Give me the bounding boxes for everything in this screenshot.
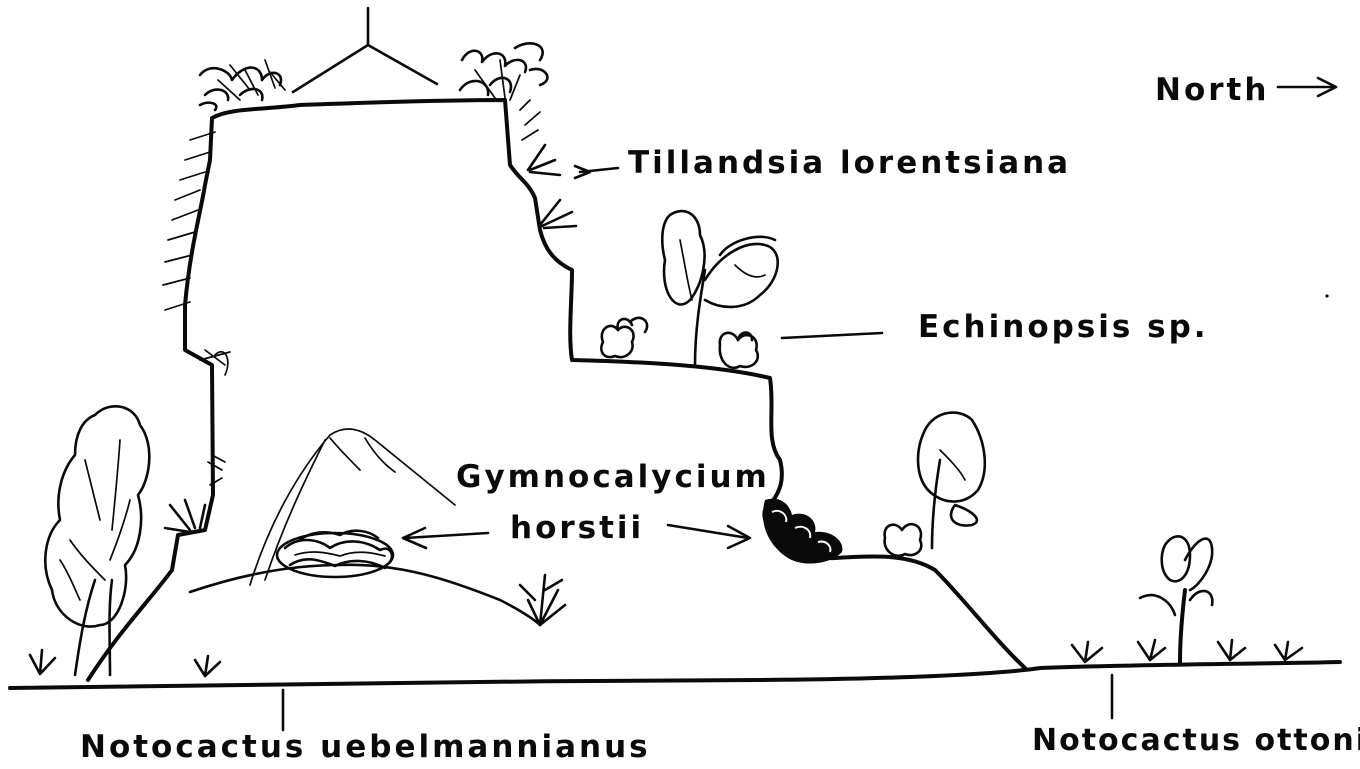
- summit-shrub-left: [200, 60, 285, 110]
- echinopsis-label: Echinopsis sp.: [918, 312, 1209, 343]
- tillandsia-tufts: [163, 100, 576, 485]
- left-tall-shrub: [45, 406, 149, 675]
- ground-shrub-right: [1140, 536, 1212, 662]
- gymnocalycium-arrow-right: [668, 525, 750, 548]
- echinopsis-leader: [782, 333, 882, 338]
- north-arrow-icon: [1278, 78, 1336, 96]
- summit-marker: [293, 8, 437, 92]
- echinopsis-cactus-lower: [885, 524, 922, 556]
- summit-shrub-right: [460, 43, 547, 100]
- ottoni-label: Notocactus ottoni: [1032, 726, 1360, 756]
- gymnocalycium-cluster-right: [763, 499, 842, 564]
- gymnocalycium-label-line2: horstii: [510, 513, 644, 544]
- echinopsis-cactus-right: [720, 333, 758, 368]
- gymnocalycium-cluster-left: [277, 531, 393, 577]
- uebelmannianus-label: Notocactus uebelmannianus: [80, 732, 651, 763]
- slope-shrub: [918, 413, 985, 548]
- ground-line: [10, 662, 1340, 688]
- grass-tufts: [30, 500, 1302, 676]
- gymnocalycium-arrow-left: [403, 528, 488, 548]
- north-label: North: [1155, 75, 1269, 106]
- gymnocalycium-label-line1: Gymnocalycium: [456, 462, 770, 493]
- tillandsia-label: Tillandsia lorentsiana: [628, 148, 1071, 179]
- echinopsis-cactus-left: [601, 318, 647, 357]
